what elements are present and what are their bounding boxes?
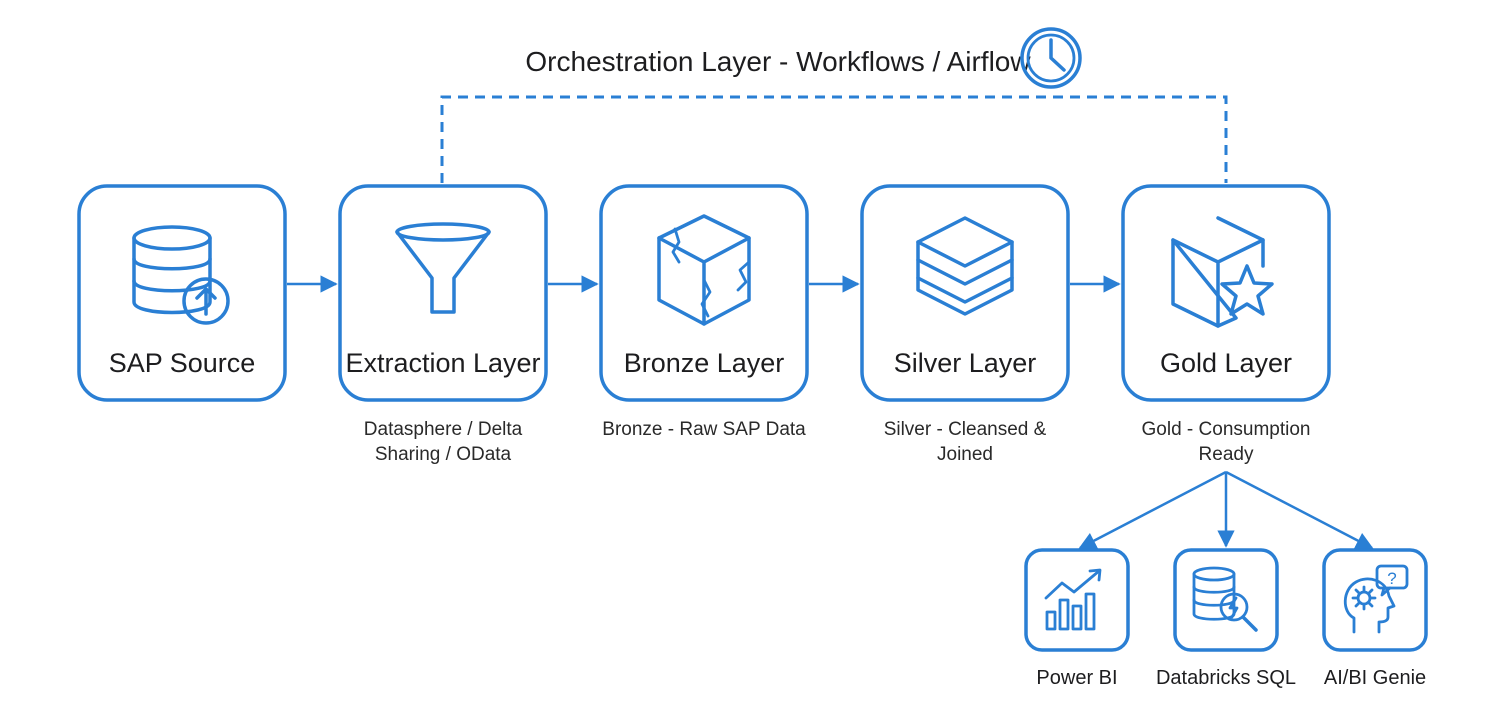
power-bi-box[interactable] — [1024, 548, 1130, 652]
gold-caption-line-1: Gold - Consumption — [1142, 419, 1311, 440]
database-search-bolt-icon — [1192, 566, 1258, 632]
cracked-cube-icon — [657, 214, 751, 326]
databricks-sql-label: Databricks SQL — [1156, 667, 1296, 689]
extraction-layer-label: Extraction Layer — [345, 348, 540, 378]
gold-layer-label: Gold Layer — [1160, 348, 1292, 378]
arrow-gold-to-power-bi — [1078, 470, 1227, 550]
clock-icon — [1020, 27, 1082, 89]
sap-source-box[interactable] — [77, 184, 287, 402]
power-bi-label: Power BI — [1036, 667, 1117, 689]
head-gear-question-icon: ? — [1343, 564, 1409, 634]
question-mark-glyph: ? — [1387, 569, 1396, 588]
bronze-layer-label: Bronze Layer — [624, 348, 785, 378]
bar-chart-trend-icon — [1044, 568, 1102, 631]
cube-star-icon — [1171, 216, 1274, 328]
orchestration-connector — [440, 95, 1228, 183]
sap-source-label: SAP Source — [109, 348, 256, 378]
ai-bi-genie-box[interactable] — [1322, 548, 1428, 652]
silver-layer-label: Silver Layer — [894, 348, 1037, 378]
silver-layer-box[interactable] — [860, 184, 1070, 402]
silver-caption-line-2: Joined — [937, 444, 993, 465]
extraction-caption-line-1: Datasphere / Delta — [364, 419, 523, 440]
gold-caption-line-2: Ready — [1199, 444, 1254, 465]
extraction-caption-line-2: Sharing / OData — [375, 444, 512, 465]
silver-caption-line-1: Silver - Cleansed & — [884, 419, 1047, 440]
bronze-caption-line-1: Bronze - Raw SAP Data — [602, 419, 806, 440]
ai-bi-genie-label: AI/BI Genie — [1324, 667, 1426, 689]
layers-icon — [916, 216, 1014, 316]
arrow-gold-to-ai-bi-genie — [1225, 470, 1374, 550]
extraction-layer-box[interactable] — [338, 184, 548, 402]
orchestration-label: Orchestration Layer - Workflows / Airflo… — [525, 46, 1031, 77]
database-upload-icon — [132, 225, 230, 325]
databricks-sql-box[interactable] — [1173, 548, 1279, 652]
funnel-icon — [395, 222, 491, 314]
